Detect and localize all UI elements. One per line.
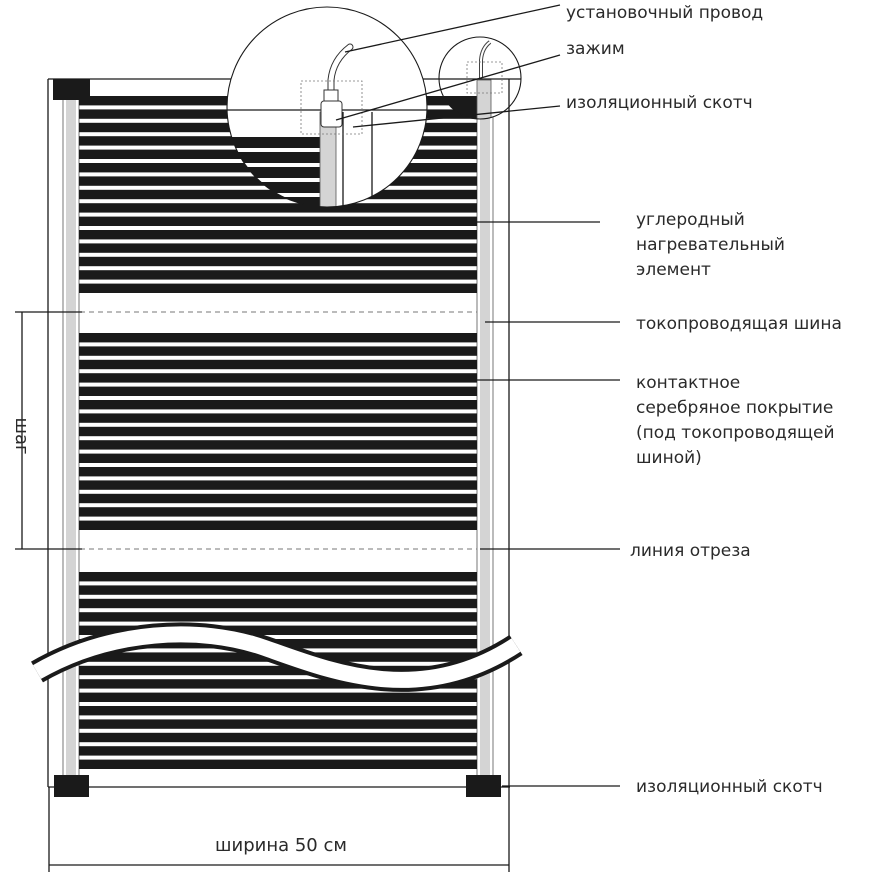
- step-label: шаг: [11, 418, 32, 455]
- label-silver-4: шиной): [636, 448, 702, 468]
- label-bus: токопроводящая шина: [636, 314, 842, 334]
- carbon-stripe: [79, 732, 477, 743]
- label-carbon-2: нагревательный: [636, 235, 785, 255]
- zoomed-carbon-stripe: [227, 137, 320, 148]
- carbon-stripe: [79, 467, 477, 477]
- carbon-stripe: [79, 507, 477, 517]
- carbon-stripe: [79, 283, 477, 293]
- carbon-stripe: [79, 426, 477, 437]
- carbon-stripe: [79, 759, 477, 769]
- carbon-stripe: [79, 520, 477, 530]
- carbon-stripe: [79, 256, 477, 267]
- carbon-stripe: [79, 493, 477, 504]
- tape-bottom-right: [466, 775, 501, 797]
- label-clamp: зажим: [566, 39, 625, 59]
- carbon-stripe: [79, 706, 477, 716]
- width-label: ширина 50 см: [215, 835, 347, 856]
- carbon-stripe: [79, 679, 477, 689]
- carbon-stripe: [79, 598, 477, 609]
- carbon-stripe: [79, 585, 477, 595]
- label-wire: установочный провод: [566, 3, 763, 23]
- carbon-stripe: [79, 453, 477, 463]
- carbon-stripe: [79, 572, 477, 582]
- wave-break: [31, 622, 523, 692]
- zoomed-carbon-stripe: [227, 152, 320, 163]
- carbon-stripe: [79, 692, 477, 702]
- carbon-stripe: [79, 480, 477, 490]
- carbon-stripe: [79, 346, 477, 356]
- label-silver-2: серебряное покрытие: [636, 398, 833, 418]
- carbon-stripe: [79, 612, 477, 622]
- carbon-stripe: [79, 373, 477, 383]
- carbon-stripe: [79, 216, 477, 226]
- leader-lines: [335, 4, 620, 787]
- carbon-stripe: [79, 400, 477, 410]
- carbon-stripe: [79, 719, 477, 729]
- big-zoom-circle: [226, 6, 428, 208]
- label-silver-1: контактное: [636, 373, 740, 393]
- width-dimension: [48, 787, 510, 872]
- carbon-stripe: [79, 359, 477, 370]
- step-bracket: [15, 311, 82, 550]
- tape-bottom-left: [54, 775, 89, 797]
- carbon-stripe: [79, 203, 477, 213]
- carbon-stripe: [79, 665, 477, 676]
- zoomed-carbon-stripe: [227, 167, 320, 178]
- label-cut-line: линия отреза: [630, 541, 751, 561]
- zoomed-carbon-stripe: [227, 182, 320, 193]
- label-carbon-3: элемент: [636, 260, 711, 280]
- carbon-stripe: [79, 333, 477, 343]
- carbon-stripe: [79, 270, 477, 280]
- carbon-stripe: [79, 230, 477, 240]
- carbon-stripe: [79, 413, 477, 423]
- label-tape-top: изоляционный скотч: [566, 93, 753, 113]
- label-silver-3: (под токопроводящей: [636, 423, 835, 443]
- label-carbon-1: углеродный: [636, 210, 745, 230]
- label-tape-bottom: изоляционный скотч: [636, 777, 823, 797]
- left-bus-bar: [62, 95, 80, 777]
- tape-top-left: [53, 79, 90, 100]
- carbon-stripe: [79, 746, 477, 756]
- carbon-stripe: [79, 625, 477, 635]
- carbon-stripe: [79, 386, 477, 396]
- carbon-stripe: [79, 243, 477, 253]
- carbon-stripe: [79, 440, 477, 450]
